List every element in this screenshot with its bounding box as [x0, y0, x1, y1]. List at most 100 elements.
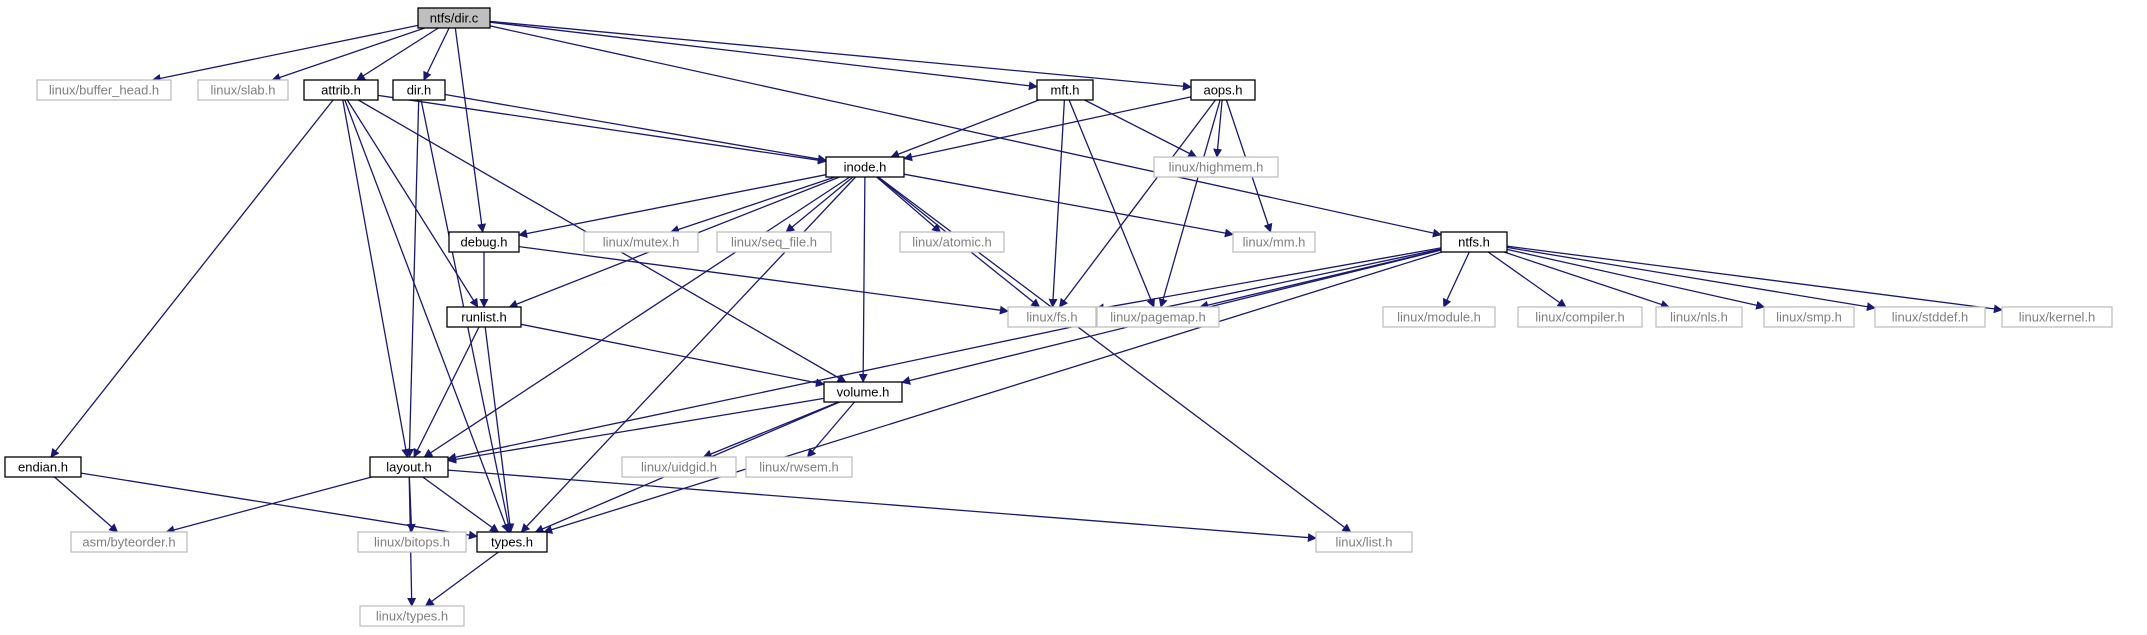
edge-runlist-to-layout — [413, 326, 480, 458]
edge-inode-to-atomic — [876, 176, 942, 233]
node-label: linux/stddef.h — [1892, 309, 1969, 324]
node-pagemap[interactable]: linux/pagemap.h — [1096, 306, 1220, 328]
node-dir-h[interactable]: dir.h — [392, 79, 446, 101]
node-box[interactable] — [1517, 306, 1643, 328]
node-box[interactable] — [303, 79, 379, 101]
node-box[interactable] — [4, 456, 82, 478]
node-box[interactable] — [745, 456, 853, 478]
node-box[interactable] — [476, 531, 548, 553]
node-box[interactable] — [1153, 156, 1279, 178]
node-smp[interactable]: linux/smp.h — [1763, 306, 1855, 328]
node-mft[interactable]: mft.h — [1036, 79, 1094, 101]
edge-attrib-to-layout — [342, 99, 411, 458]
node-bitops[interactable]: linux/bitops.h — [357, 531, 467, 553]
node-box[interactable] — [357, 531, 467, 553]
node-mutex[interactable]: linux/mutex.h — [583, 231, 699, 253]
node-box[interactable] — [1096, 306, 1220, 328]
node-kernel[interactable]: linux/kernel.h — [2001, 306, 2113, 328]
node-dir-c[interactable]: ntfs/dir.c — [417, 7, 491, 29]
node-list[interactable]: linux/list.h — [1315, 531, 1413, 553]
node-box[interactable] — [1874, 306, 1986, 328]
node-inode[interactable]: inode.h — [825, 156, 905, 178]
node-seq-file[interactable]: linux/seq_file.h — [716, 231, 832, 253]
node-mm[interactable]: linux/mm.h — [1232, 231, 1316, 253]
edge-ntfs-to-compiler — [1487, 251, 1567, 308]
node-volume[interactable]: volume.h — [823, 381, 903, 403]
edge-dir_c-to-mft — [489, 21, 1038, 91]
node-box[interactable] — [2001, 306, 2113, 328]
node-label: linux/list.h — [1335, 534, 1392, 549]
node-layout[interactable]: layout.h — [369, 456, 449, 478]
node-box[interactable] — [197, 79, 289, 101]
node-label: inode.h — [844, 159, 887, 174]
node-box[interactable] — [1655, 306, 1743, 328]
node-rwsem[interactable]: linux/rwsem.h — [745, 456, 853, 478]
node-attrib[interactable]: attrib.h — [303, 79, 379, 101]
node-box[interactable] — [369, 456, 449, 478]
node-box[interactable] — [825, 156, 905, 178]
node-label: linux/bitops.h — [374, 534, 450, 549]
node-label: ntfs.h — [1458, 234, 1490, 249]
node-box[interactable] — [448, 231, 520, 253]
node-label: linux/mutex.h — [603, 234, 680, 249]
node-byteorder[interactable]: asm/byteorder.h — [70, 531, 188, 553]
edge-runlist-to-types — [484, 326, 515, 533]
node-types[interactable]: types.h — [476, 531, 548, 553]
node-debug[interactable]: debug.h — [448, 231, 520, 253]
edge-inode-to-mutex — [670, 176, 836, 234]
node-box[interactable] — [621, 456, 737, 478]
node-box[interactable] — [359, 605, 465, 627]
node-box[interactable] — [446, 306, 522, 328]
node-endian[interactable]: endian.h — [4, 456, 82, 478]
node-box[interactable] — [1036, 79, 1094, 101]
edge-dir_c-to-aops — [489, 20, 1192, 91]
node-nls[interactable]: linux/nls.h — [1655, 306, 1743, 328]
edge-inode-to-volume — [858, 176, 868, 383]
node-box[interactable] — [417, 7, 491, 29]
edge-types-to-ltypes — [424, 551, 499, 607]
node-box[interactable] — [1382, 306, 1496, 328]
node-label: linux/nls.h — [1670, 309, 1728, 324]
node-runlist[interactable]: runlist.h — [446, 306, 522, 328]
node-label: linux/rwsem.h — [759, 459, 838, 474]
edge-attrib-to-inode — [377, 94, 827, 165]
node-atomic[interactable]: linux/atomic.h — [899, 231, 1005, 253]
node-box[interactable] — [1232, 231, 1316, 253]
node-compiler[interactable]: linux/compiler.h — [1517, 306, 1643, 328]
edge-runlist-to-volume — [520, 323, 825, 388]
node-box[interactable] — [1440, 231, 1508, 253]
node-box[interactable] — [1190, 79, 1256, 101]
edge-ntfs-to-nls — [1503, 251, 1670, 309]
node-stddef[interactable]: linux/stddef.h — [1874, 306, 1986, 328]
node-box[interactable] — [36, 79, 172, 101]
node-uidgid[interactable]: linux/uidgid.h — [621, 456, 737, 478]
edge-layout-to-types — [422, 476, 500, 533]
node-box[interactable] — [1763, 306, 1855, 328]
node-box[interactable] — [899, 231, 1005, 253]
node-box[interactable] — [1315, 531, 1413, 553]
node-box[interactable] — [70, 531, 188, 553]
node-box[interactable] — [1007, 306, 1097, 328]
edge-volume-to-rwsem — [806, 401, 855, 458]
node-ntfs[interactable]: ntfs.h — [1440, 231, 1508, 253]
node-aops[interactable]: aops.h — [1190, 79, 1256, 101]
node-box[interactable] — [392, 79, 446, 101]
edge-dir_c-to-ntfs — [489, 25, 1442, 238]
node-label: linux/compiler.h — [1535, 309, 1625, 324]
node-slab[interactable]: linux/slab.h — [197, 79, 289, 101]
node-label: runlist.h — [461, 309, 507, 324]
edge-ntfs-to-kernel — [1506, 245, 2003, 314]
node-buffer-head[interactable]: linux/buffer_head.h — [36, 79, 172, 101]
node-highmem[interactable]: linux/highmem.h — [1153, 156, 1279, 178]
node-label: linux/pagemap.h — [1110, 309, 1205, 324]
node-module[interactable]: linux/module.h — [1382, 306, 1496, 328]
node-fs[interactable]: linux/fs.h — [1007, 306, 1097, 328]
node-box[interactable] — [716, 231, 832, 253]
node-ltypes[interactable]: linux/types.h — [359, 605, 465, 627]
node-label: linux/seq_file.h — [731, 234, 817, 249]
node-box[interactable] — [583, 231, 699, 253]
edge-dir_c-to-slab — [271, 27, 425, 82]
node-box[interactable] — [823, 381, 903, 403]
edge-layout-to-list — [447, 469, 1317, 543]
edge-inode-to-types — [520, 176, 857, 533]
